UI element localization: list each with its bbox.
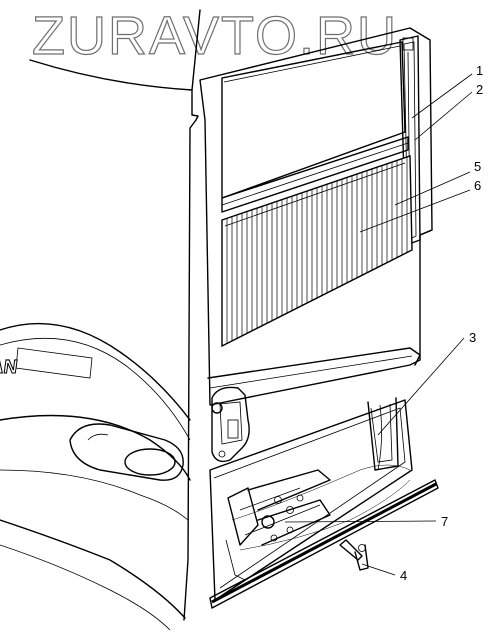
- latch-lever: [339, 539, 369, 571]
- hinge-mechanism: [225, 464, 411, 581]
- callout-1: 1: [476, 63, 483, 78]
- callout-2: 2: [476, 82, 483, 97]
- brand-badge-text: LAN: [0, 357, 19, 378]
- callout-5: 5: [474, 159, 481, 174]
- watermark-text: ZURAVTO.RU: [32, 6, 398, 66]
- vent-frame: [221, 136, 409, 213]
- lower-door-edge: [207, 347, 421, 389]
- callout-6: 6: [474, 178, 481, 193]
- door-handle: [211, 386, 250, 463]
- threshold-strip: [209, 479, 439, 609]
- bus-body: [0, 9, 201, 631]
- callout-3: 3: [469, 330, 476, 345]
- upper-window: [221, 41, 406, 199]
- callout-7: 7: [441, 514, 448, 529]
- leader-lines: [284, 73, 473, 576]
- louver-blind: [221, 155, 413, 348]
- door-panel: [199, 27, 433, 406]
- brand-badge: LAN: [0, 347, 93, 378]
- lower-compartment: [209, 397, 413, 601]
- rear-lamp: [69, 423, 184, 481]
- callout-4: 4: [400, 568, 407, 583]
